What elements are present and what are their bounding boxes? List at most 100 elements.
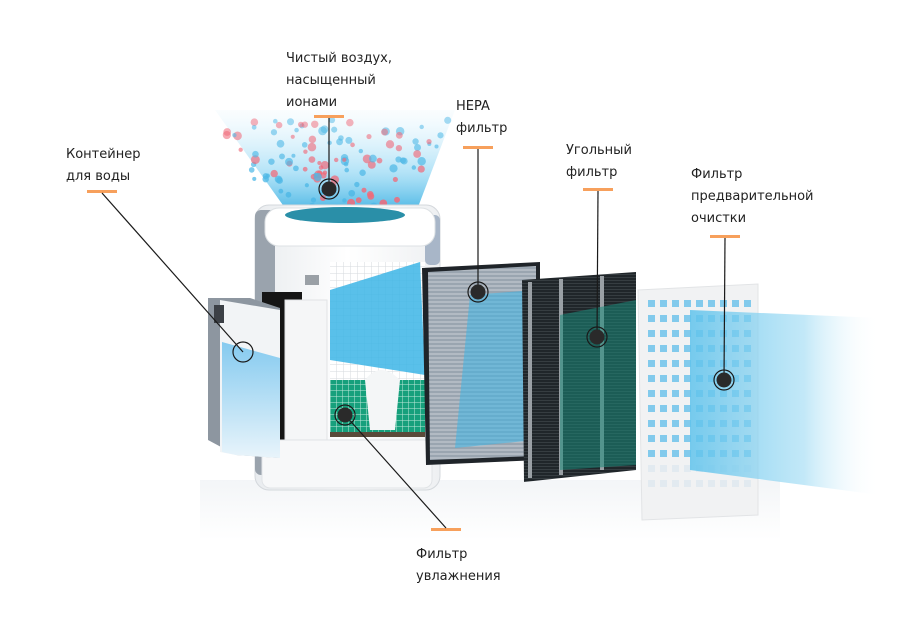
ion-particle — [414, 143, 422, 151]
ion-particle — [345, 136, 353, 144]
ion-particle — [270, 169, 278, 178]
pre-filter-hole — [696, 300, 703, 307]
pre-filter-hole — [648, 435, 655, 442]
ion-particle — [308, 135, 317, 144]
ion-particle — [320, 125, 329, 134]
ion-particle — [336, 138, 344, 146]
ion-particle — [359, 169, 366, 177]
pre-filter-hole — [684, 360, 691, 367]
ion-particle — [333, 157, 339, 163]
ion-particle — [265, 173, 270, 178]
leader-lines — [87, 115, 740, 531]
ion-particle — [320, 172, 327, 179]
label-line: Контейнер — [66, 147, 141, 162]
ion-particle — [327, 140, 332, 146]
pre-filter-hole — [660, 315, 667, 322]
pre-filter-hole — [744, 480, 751, 487]
pre-filter-hole — [648, 300, 655, 307]
pre-filter-hole — [660, 360, 667, 367]
hepa-filter-marker-dot — [470, 284, 486, 300]
ion-particle — [342, 157, 347, 162]
pre-filter-hole — [672, 375, 679, 382]
pre-filter-hole — [696, 480, 703, 487]
pre-filter-hole — [708, 300, 715, 307]
pre-filter-hole — [672, 420, 679, 427]
pre-filter-hole — [660, 450, 667, 457]
ion-particle — [366, 133, 372, 140]
ion-particle — [399, 157, 406, 164]
pre-filter-hole — [660, 300, 667, 307]
ion-particle — [358, 148, 364, 154]
water-container-accent-dash — [87, 190, 117, 193]
ion-particle — [376, 157, 383, 164]
ion-particle — [417, 157, 426, 166]
ion-particle — [293, 165, 299, 172]
ion-particle — [328, 116, 336, 124]
ion-particle — [251, 124, 257, 130]
humidifying-filter-marker-dot — [337, 407, 353, 423]
pre-filter-hole — [660, 390, 667, 397]
ion-particle — [313, 172, 322, 182]
carbon-filter-marker-dot — [589, 329, 605, 345]
ion-particle — [361, 187, 367, 193]
clean-air-marker-dot — [321, 181, 337, 197]
label-clean-air: Чистый воздух, насыщенный ионами — [286, 48, 392, 114]
pre-filter-hole — [648, 480, 655, 487]
pre-filter-hole — [648, 315, 655, 322]
pre-filter-hole — [672, 345, 679, 352]
label-humidifying-filter: Фильтр увлажнения — [416, 544, 501, 588]
ion-particle — [301, 142, 308, 148]
label-line: Фильтр — [416, 547, 468, 562]
label-line: Угольный — [566, 143, 632, 158]
ion-particle — [385, 140, 395, 149]
pre-filter-hole — [648, 345, 655, 352]
pre-filter-marker-ring — [713, 369, 735, 391]
pre-filter-hole — [660, 480, 667, 487]
pre-filter-hole — [684, 450, 691, 457]
ion-particle — [419, 124, 424, 130]
humidifying-filter-leader-line — [344, 414, 447, 529]
ion-particle — [268, 158, 275, 165]
ion-particle — [317, 161, 322, 166]
ion-particle — [297, 121, 304, 128]
pre-filter-hole — [672, 465, 679, 472]
pre-filter-hole — [684, 300, 691, 307]
ion-particle — [394, 196, 400, 203]
pre-filter-hole — [684, 345, 691, 352]
pre-filter-hole — [684, 315, 691, 322]
pre-filter-hole — [684, 330, 691, 337]
clean-air-plume — [215, 110, 455, 215]
ion-particle — [389, 164, 398, 173]
pre-filter-hole — [732, 300, 739, 307]
pre-filter-hole — [648, 450, 655, 457]
pre-filter-hole — [672, 360, 679, 367]
pre-filter-hole — [672, 480, 679, 487]
ion-particle — [331, 126, 338, 133]
label-water-container: Контейнер для воды — [66, 144, 140, 188]
pre-filter-hole — [648, 465, 655, 472]
ion-particle — [250, 118, 259, 126]
ion-particle — [310, 197, 317, 203]
ion-particle — [270, 129, 278, 136]
pre-filter-hole — [720, 300, 727, 307]
hepa-filter-accent-dash — [463, 146, 493, 149]
purifier-unit — [254, 204, 441, 491]
ion-particle — [354, 181, 360, 188]
ion-particle — [294, 127, 299, 133]
pre-filter-hole — [684, 390, 691, 397]
ion-particle — [348, 189, 356, 197]
pre-filter-hole — [648, 405, 655, 412]
pre-filter-hole — [672, 405, 679, 412]
pre-filter-hole — [648, 360, 655, 367]
ion-particle — [278, 188, 284, 194]
ion-particle — [276, 139, 285, 148]
ion-particle — [252, 150, 259, 158]
ion-particle — [355, 197, 362, 204]
pre-filter-hole — [672, 435, 679, 442]
humidifying-filter-marker-ring — [334, 404, 356, 426]
incoming-air-stream — [690, 310, 880, 495]
label-line: предварительной — [691, 189, 814, 204]
label-line: фильтр — [566, 165, 618, 180]
pre-filter-hole — [672, 300, 679, 307]
ion-particle — [250, 155, 260, 165]
